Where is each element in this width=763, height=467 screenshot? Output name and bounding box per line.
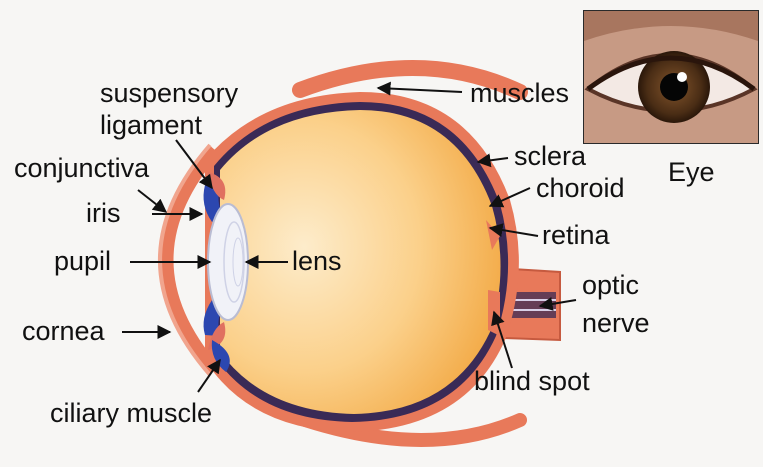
label-suspensory-1: suspensory bbox=[100, 80, 238, 107]
arrow-muscles bbox=[378, 88, 462, 92]
label-sclera: sclera bbox=[514, 143, 586, 170]
label-lens: lens bbox=[292, 248, 342, 275]
photo-caption: Eye bbox=[668, 157, 715, 188]
label-conjunctiva: conjunctiva bbox=[14, 155, 149, 182]
label-choroid: choroid bbox=[536, 175, 625, 202]
label-optic: optic bbox=[582, 272, 639, 299]
eye-photo-drawing bbox=[584, 11, 758, 143]
label-muscles: muscles bbox=[470, 80, 569, 107]
lens-shape bbox=[208, 204, 248, 320]
label-ciliary-muscle: ciliary muscle bbox=[50, 400, 212, 427]
arrow-conjunctiva bbox=[138, 190, 166, 212]
label-nerve: nerve bbox=[582, 310, 650, 337]
label-cornea: cornea bbox=[22, 318, 105, 345]
label-suspensory-2: ligament bbox=[100, 112, 202, 139]
label-iris: iris bbox=[86, 200, 121, 227]
label-retina: retina bbox=[542, 222, 610, 249]
label-blind-spot: blind spot bbox=[474, 368, 590, 395]
eye-photo bbox=[583, 10, 759, 144]
label-pupil: pupil bbox=[54, 248, 111, 275]
